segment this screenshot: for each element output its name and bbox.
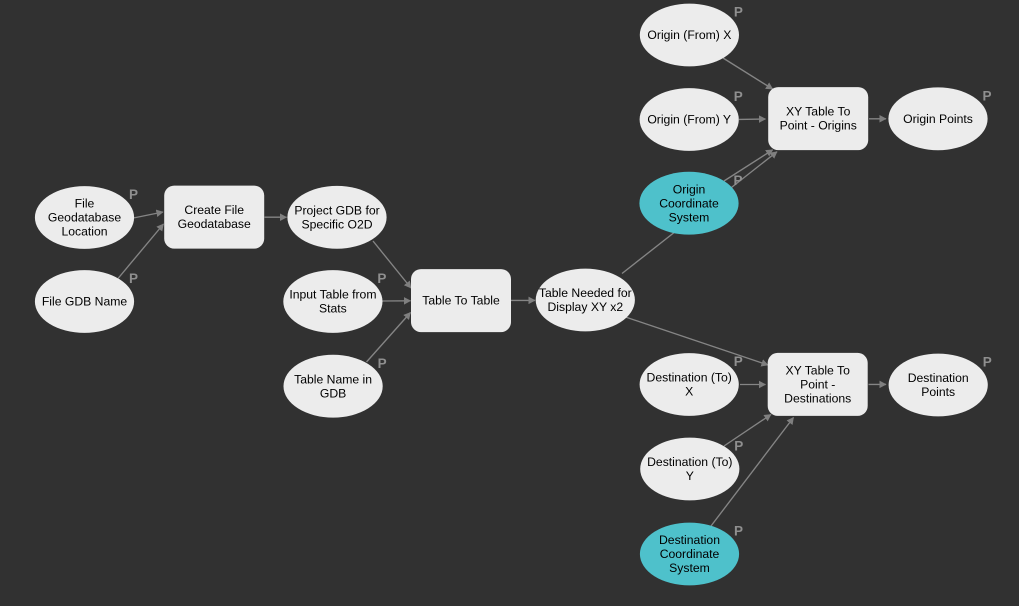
svg-text:Input Table from: Input Table from [289,288,376,302]
svg-text:P: P [734,354,743,369]
svg-text:P: P [982,89,991,104]
svg-text:System: System [669,210,710,224]
svg-text:Location: Location [61,225,107,239]
svg-text:Stats: Stats [319,302,347,316]
svg-text:File GDB Name: File GDB Name [42,295,128,309]
svg-text:Origin (From) X: Origin (From) X [647,28,731,42]
svg-text:Specific O2D: Specific O2D [301,217,372,231]
svg-text:System: System [669,561,710,575]
svg-text:GDB: GDB [320,386,346,400]
svg-text:Table Name in: Table Name in [294,372,372,386]
svg-text:Y: Y [686,469,694,483]
svg-text:Create File: Create File [184,203,244,217]
svg-text:Table To Table: Table To Table [422,294,500,308]
svg-text:XY Table To: XY Table To [786,105,851,119]
svg-text:XY Table To: XY Table To [786,364,851,378]
svg-text:Point -: Point - [800,378,835,392]
svg-text:P: P [377,271,386,286]
svg-text:Destination (To): Destination (To) [647,455,732,469]
svg-text:Coordinate: Coordinate [660,547,720,561]
svg-text:P: P [733,173,742,188]
svg-text:P: P [734,5,743,20]
svg-text:Coordinate: Coordinate [659,196,719,210]
svg-text:Destination (To): Destination (To) [647,371,732,385]
svg-text:P: P [734,439,743,454]
svg-text:Origin: Origin [673,182,706,196]
svg-text:P: P [378,356,387,371]
svg-text:Geodatabase: Geodatabase [178,217,251,231]
svg-text:P: P [734,89,743,104]
svg-text:Project GDB for: Project GDB for [294,203,379,217]
svg-text:P: P [983,355,992,370]
svg-text:Destinations: Destinations [784,392,851,406]
svg-text:Table Needed for: Table Needed for [539,286,632,300]
svg-text:Geodatabase: Geodatabase [48,211,121,225]
svg-text:Destination: Destination [659,533,720,547]
svg-text:Points: Points [921,385,955,399]
svg-text:Destination: Destination [908,371,969,385]
svg-text:P: P [129,271,138,286]
svg-text:File: File [75,197,95,211]
svg-text:Point - Origins: Point - Origins [780,119,857,133]
svg-text:X: X [685,385,693,399]
svg-text:P: P [129,187,138,202]
svg-text:Display XY x2: Display XY x2 [547,300,623,314]
svg-text:P: P [734,524,743,539]
svg-text:Origin Points: Origin Points [903,112,973,126]
svg-text:Origin (From) Y: Origin (From) Y [647,113,731,127]
